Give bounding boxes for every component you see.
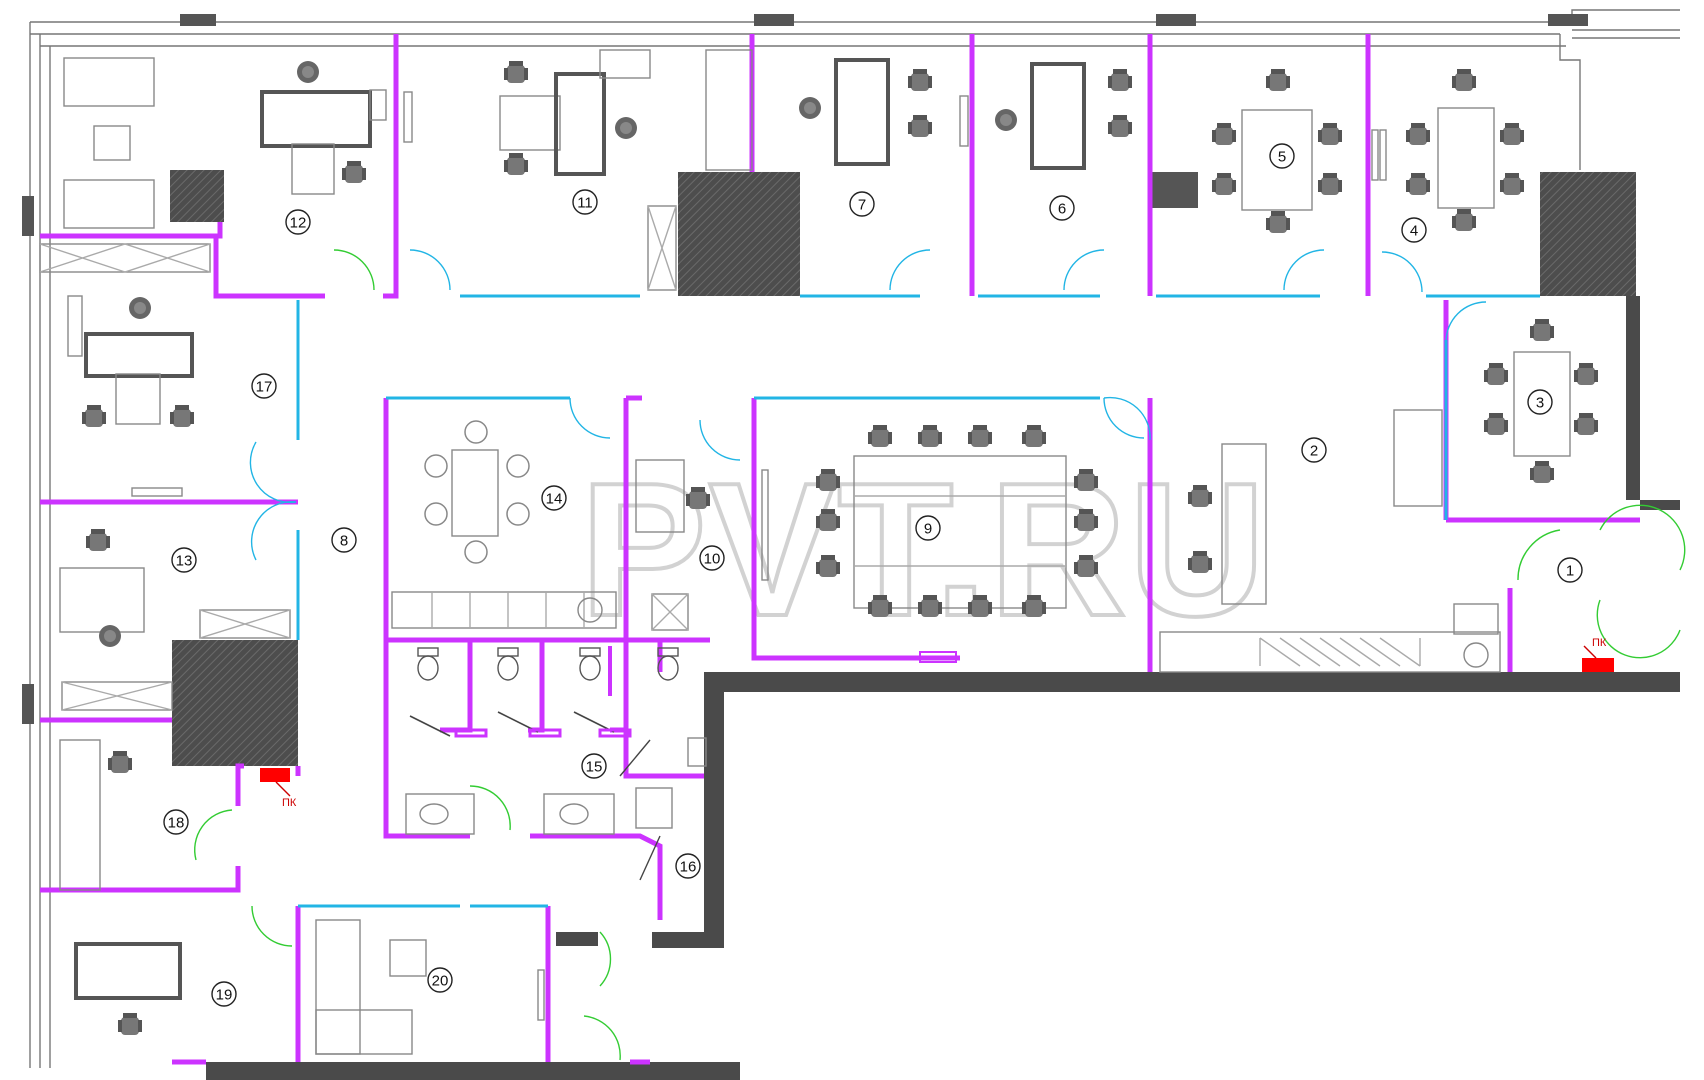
room-marker-circle <box>1557 557 1583 583</box>
room-marker: 16 <box>675 853 701 879</box>
room-marker: 13 <box>171 547 197 573</box>
room-marker-circle <box>541 485 567 511</box>
room-marker-circle <box>581 753 607 779</box>
room-number: 8 <box>340 533 348 550</box>
room-marker: 15 <box>581 753 607 779</box>
room-number: 1 <box>1566 563 1574 580</box>
fire-cabinet-label: ПК <box>1592 637 1607 649</box>
room-marker-circle <box>699 545 725 571</box>
room-marker-circle <box>163 809 189 835</box>
exterior-window-wall <box>22 9 1680 1068</box>
room-marker-circle <box>1301 437 1327 463</box>
room-number: 13 <box>176 553 193 570</box>
room-marker: 5 <box>1269 143 1295 169</box>
room-number: 2 <box>1310 443 1318 460</box>
room-marker-circle <box>211 981 237 1007</box>
room-marker-circle <box>1527 389 1553 415</box>
room-marker: 9 <box>915 515 941 541</box>
fire-cabinets: ПК ПК <box>260 637 1614 809</box>
room-marker-circle <box>849 191 875 217</box>
room-marker-circle <box>1269 143 1295 169</box>
room-marker-circle <box>1401 217 1427 243</box>
room-marker: 17 <box>251 373 277 399</box>
room-number: 19 <box>216 987 233 1004</box>
room-marker-circle <box>572 189 598 215</box>
room-marker-circle <box>251 373 277 399</box>
room-number: 17 <box>256 379 273 396</box>
room-marker-circle <box>675 853 701 879</box>
room-number: 11 <box>577 195 593 212</box>
room-marker: 20 <box>427 967 453 993</box>
room-number: 15 <box>586 759 603 776</box>
room-number: 3 <box>1536 395 1544 412</box>
room-number: 20 <box>432 973 449 990</box>
fire-cabinet-label: ПК <box>282 797 297 809</box>
room-number: 16 <box>680 859 697 876</box>
watermark: PVT.RU <box>580 444 1268 656</box>
room-marker: 6 <box>1049 195 1075 221</box>
room-marker: 18 <box>163 809 189 835</box>
room-marker-circle <box>915 515 941 541</box>
structural-cores <box>170 170 1636 766</box>
room-number: 6 <box>1058 201 1066 218</box>
room-marker-circle <box>285 209 311 235</box>
room-number: 14 <box>546 491 563 508</box>
door-swings <box>194 249 1686 1065</box>
room-marker: 10 <box>699 545 725 571</box>
room-marker: 2 <box>1301 437 1327 463</box>
room-number: 4 <box>1410 223 1418 240</box>
room-marker: 7 <box>849 191 875 217</box>
room-marker-circle <box>171 547 197 573</box>
room-marker-circle <box>427 967 453 993</box>
toilet-fixtures <box>417 647 679 681</box>
room-marker: 14 <box>541 485 567 511</box>
room-marker: 19 <box>211 981 237 1007</box>
room-number: 18 <box>168 815 185 832</box>
room-number: 10 <box>704 551 721 568</box>
room-marker: 8 <box>331 527 357 553</box>
glass-partitions <box>296 294 1540 908</box>
room-marker-circle <box>1049 195 1075 221</box>
solid-walls <box>206 296 1680 1080</box>
room-marker: 12 <box>285 209 311 235</box>
room-number: 5 <box>1278 149 1286 166</box>
room-marker-circle <box>331 527 357 553</box>
room-marker: 4 <box>1401 217 1427 243</box>
room-marker: 11 <box>572 189 598 215</box>
room-number: 9 <box>924 521 932 538</box>
room-marker: 3 <box>1527 389 1553 415</box>
room-number: 7 <box>858 197 866 214</box>
room-marker: 1 <box>1557 557 1583 583</box>
room-number: 12 <box>290 215 307 232</box>
